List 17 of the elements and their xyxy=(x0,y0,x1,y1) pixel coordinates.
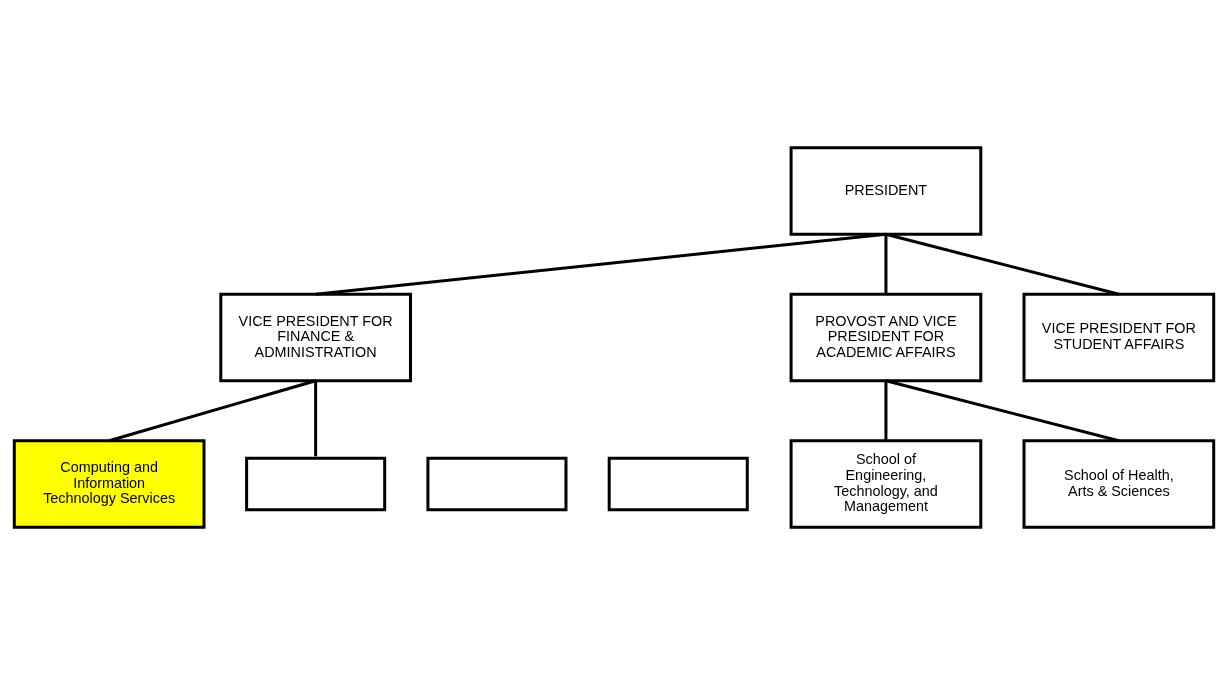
connector xyxy=(885,379,1120,443)
node-box: PROVOST AND VICE PRESIDENT FOR ACADEMIC AFFAIRS xyxy=(789,292,983,383)
connector xyxy=(884,234,888,295)
node-box: VICE PRESIDENT FOR STUDENT AFFAIRS xyxy=(1022,292,1216,383)
node-box: Computing and Information Technology Services xyxy=(12,439,206,529)
connector xyxy=(315,232,887,296)
node-box xyxy=(245,456,387,512)
connector xyxy=(884,380,888,441)
connector xyxy=(314,380,318,457)
connector xyxy=(108,379,317,443)
node-box xyxy=(607,456,749,512)
node-box: VICE PRESIDENT FOR FINANCE & ADMINISTRATION xyxy=(219,292,412,383)
connector xyxy=(885,232,1120,296)
node-box: School of Health, Arts & Sciences xyxy=(1022,439,1216,529)
node-box xyxy=(426,456,568,512)
node-box: PRESIDENT xyxy=(789,146,983,236)
node-box: School of Engineering, Technology, and Management xyxy=(789,439,983,529)
